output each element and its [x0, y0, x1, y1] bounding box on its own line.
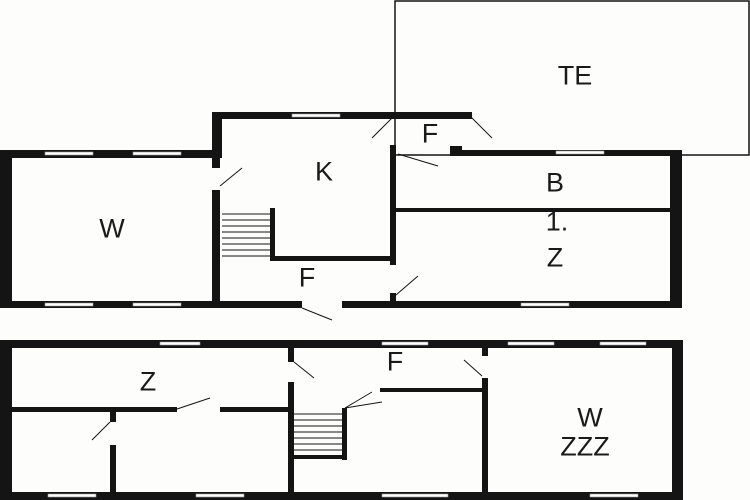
- lower-floor-walls: [0, 340, 683, 500]
- upper-door-swings: [219, 115, 493, 321]
- room-label-bedroom: Z: [546, 242, 564, 273]
- lower-windows: [47, 341, 647, 498]
- room-label-hall-top: F: [421, 118, 439, 149]
- lower-stairs: [294, 413, 342, 451]
- room-label-terrace: TE: [557, 60, 593, 91]
- room-label-lower-living-sub: ZZZ: [560, 431, 610, 462]
- room-number-label: 1.: [545, 206, 569, 237]
- room-label-hall: F: [298, 262, 316, 293]
- room-label-lower-living: W: [577, 402, 603, 433]
- room-label-lower-bedroom: Z: [139, 366, 157, 397]
- room-label-lower-hall: F: [386, 346, 404, 377]
- room-label-bath: B: [545, 167, 565, 198]
- lower-door-swings: [91, 359, 483, 441]
- room-label-living: W: [99, 213, 125, 244]
- room-label-kitchen: K: [314, 156, 334, 187]
- upper-windows: [44, 113, 605, 307]
- upper-stairs: [222, 213, 270, 257]
- upper-floor-walls: [0, 0, 750, 308]
